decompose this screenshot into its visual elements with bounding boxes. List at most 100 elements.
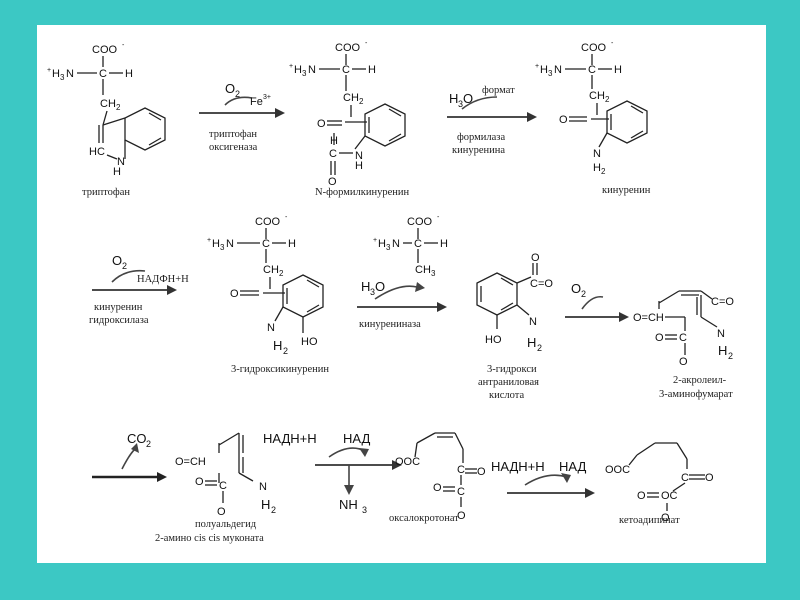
svg-text:COO: COO — [407, 216, 433, 228]
svg-text:2: 2 — [279, 269, 284, 278]
svg-text:2: 2 — [537, 343, 542, 353]
svg-text:триптофан: триптофан — [209, 129, 257, 140]
label-hydroxyanthranilic-1: 3-гидрокси — [487, 364, 537, 375]
svg-text:N: N — [392, 238, 400, 250]
svg-text:O: O — [375, 279, 385, 294]
svg-text:H: H — [52, 68, 60, 80]
svg-text:O: O — [679, 356, 688, 368]
svg-text:H: H — [355, 160, 363, 172]
svg-text:N: N — [717, 328, 725, 340]
svg-text:O: O — [655, 332, 664, 344]
svg-text:O: O — [531, 252, 540, 264]
svg-text:оксигеназа: оксигеназа — [209, 142, 258, 153]
svg-text:C: C — [457, 464, 465, 476]
svg-text:НАД: НАД — [343, 431, 370, 446]
svg-text:C: C — [414, 238, 422, 250]
svg-text:H: H — [718, 343, 727, 358]
svg-text:N: N — [529, 316, 537, 328]
svg-text:2: 2 — [283, 346, 288, 356]
svg-text:N: N — [355, 150, 363, 162]
label-semialdehyde-2: 2-амино cis cis муконата — [155, 533, 264, 544]
svg-text:COO: COO — [92, 44, 118, 56]
svg-text:C=O: C=O — [711, 296, 734, 308]
svg-text:CH: CH — [415, 264, 431, 276]
svg-text:CH: CH — [263, 264, 279, 276]
svg-text:3: 3 — [548, 69, 553, 78]
svg-text:C: C — [342, 64, 350, 76]
svg-text:C: C — [679, 332, 687, 344]
label-n-formylkynurenine: N-формилкинуренин — [315, 187, 409, 198]
svg-text:H: H — [440, 238, 448, 250]
svg-text:O: O — [317, 118, 326, 130]
svg-text:O: O — [637, 490, 646, 502]
svg-text:3: 3 — [362, 505, 367, 515]
svg-text:3: 3 — [302, 69, 307, 78]
svg-text:CO: CO — [127, 431, 147, 446]
svg-text:N: N — [267, 322, 275, 334]
svg-text:2: 2 — [601, 167, 606, 176]
label-3-hydroxykynurenine: 3-гидроксикинуренин — [231, 364, 329, 375]
label-semialdehyde-1: полуальдегид — [195, 519, 257, 530]
svg-text:Fe: Fe — [250, 96, 263, 108]
svg-text:HC: HC — [89, 146, 105, 158]
svg-text:O: O — [477, 466, 486, 478]
svg-text:H: H — [288, 238, 296, 250]
ketoadipinate-structure: OOC C O O OC O — [605, 442, 714, 524]
svg-text:O: O — [559, 114, 568, 126]
svg-text:кинуренина: кинуренина — [452, 145, 505, 156]
label-ketoadipinate: кетоадипинат — [619, 515, 680, 526]
svg-text:C: C — [681, 472, 689, 484]
svg-text:H: H — [261, 497, 270, 512]
svg-text:+: + — [47, 67, 51, 74]
svg-text:O: O — [571, 281, 581, 296]
label-oxalocrotonate: оксалокротонат — [389, 513, 459, 524]
svg-text:+: + — [373, 237, 377, 244]
svg-text:H: H — [527, 335, 536, 350]
svg-text:COO: COO — [255, 216, 281, 228]
svg-text:O: O — [217, 506, 226, 518]
svg-text:HO: HO — [485, 334, 502, 346]
svg-text:2: 2 — [728, 351, 733, 361]
svg-text:3: 3 — [370, 287, 375, 297]
svg-text:CH: CH — [589, 90, 605, 102]
svg-text:O: O — [705, 472, 714, 484]
svg-text:-: - — [365, 40, 368, 47]
svg-text:CH: CH — [343, 92, 359, 104]
svg-text:гидроксилаза: гидроксилаза — [89, 315, 149, 326]
svg-text:2: 2 — [122, 261, 127, 271]
svg-text:C: C — [219, 480, 227, 492]
svg-text:3: 3 — [220, 243, 225, 252]
svg-text:O: O — [225, 81, 235, 96]
svg-text:H: H — [294, 64, 302, 76]
label-hydroxyanthranilic-3: кислота — [489, 390, 524, 401]
svg-text:HO: HO — [301, 336, 318, 348]
svg-text:O: O — [328, 176, 337, 188]
svg-text:C: C — [329, 148, 337, 160]
label-acrolein-1: 2-акролеил- — [673, 375, 727, 386]
svg-text:H: H — [614, 64, 622, 76]
svg-text:-: - — [611, 40, 614, 47]
svg-text:COO: COO — [335, 42, 361, 54]
svg-text:O: O — [195, 476, 204, 488]
svg-text:OC: OC — [661, 490, 678, 502]
svg-text:2: 2 — [271, 505, 276, 515]
svg-text:2: 2 — [116, 103, 121, 112]
svg-text:O: O — [661, 512, 670, 524]
svg-text:кинуренин: кинуренин — [94, 302, 143, 313]
label-hydroxyanthranilic-2: антраниловая — [478, 377, 539, 388]
svg-text:-: - — [285, 214, 288, 221]
svg-text:2: 2 — [146, 439, 151, 449]
svg-text:НАДН+Н: НАДН+Н — [491, 459, 545, 474]
svg-text:N: N — [259, 481, 267, 493]
svg-text:H: H — [361, 279, 370, 294]
svg-text:формат: формат — [482, 85, 515, 96]
